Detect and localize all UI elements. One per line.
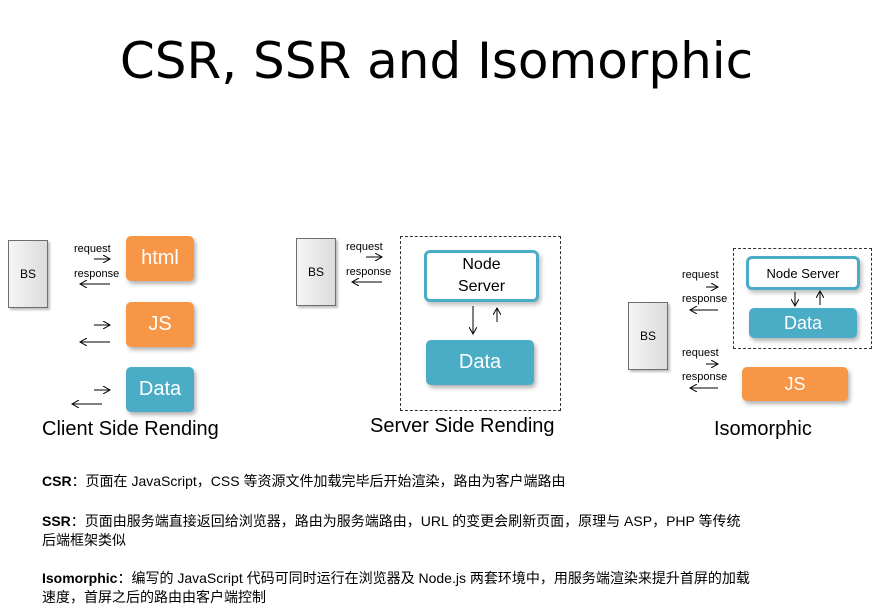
node-server-box-iso: Node Server: [746, 256, 860, 290]
server-boundary-ssr: [400, 236, 561, 411]
iso-description-line-1: ：编写的 JavaScript 代码可同时运行在浏览器及 Node.js 两套环…: [117, 570, 750, 586]
request-label: request: [346, 241, 383, 253]
iso-description-line-2: 速度，首屏之后的路由由客户端控制: [42, 589, 266, 605]
browser-label: BS: [307, 265, 324, 279]
iso-term: Isomorphic: [42, 570, 118, 586]
js-box-iso: JS: [742, 367, 848, 401]
browser-label: BS: [19, 267, 36, 281]
iso-section-label: Isomorphic: [714, 418, 812, 440]
request-label: request: [74, 243, 111, 255]
csr-term: CSR: [42, 473, 72, 489]
request-label: request: [682, 269, 719, 281]
data-box-label: Data: [458, 351, 502, 373]
node-server-label: Node Server: [766, 265, 840, 281]
browser-box-iso: BS: [628, 302, 668, 370]
node-server-line-2: Server: [457, 278, 506, 295]
data-box-csr: Data: [126, 367, 194, 412]
js-box-label: JS: [784, 373, 806, 394]
ssr-note: SSR：页面由服务端直接返回给浏览器，路由为服务端路由，URL 的变更会刷新页面…: [42, 512, 842, 550]
response-label: response: [346, 266, 392, 278]
csr-note: CSR：页面在 JavaScript，CSS 等资源文件加载完毕后开始渲染，路由…: [42, 472, 842, 491]
ssr-description-line-2: 后端框架类似: [42, 532, 126, 548]
browser-box-csr: BS: [8, 240, 48, 308]
server-boundary-iso: [733, 248, 872, 349]
node-server-box-ssr: Node Server: [424, 250, 539, 302]
html-box: html: [126, 236, 194, 281]
csr-section-label: Client Side Rending: [42, 418, 219, 440]
html-box-label: html: [141, 247, 179, 269]
iso-note: Isomorphic：编写的 JavaScript 代码可同时运行在浏览器及 N…: [42, 569, 842, 607]
response-label: response: [682, 293, 728, 305]
data-box-ssr: Data: [426, 340, 534, 385]
page-title: CSR, SSR and Isomorphic: [119, 32, 754, 90]
js-box-csr: JS: [126, 302, 194, 347]
csr-description: ：页面在 JavaScript，CSS 等资源文件加载完毕后开始渲染，路由为客户…: [71, 473, 566, 489]
js-box-label: JS: [148, 313, 172, 335]
ssr-description-line-1: ：页面由服务端直接返回给浏览器，路由为服务端路由，URL 的变更会刷新页面，原理…: [70, 513, 741, 529]
browser-label: BS: [639, 329, 656, 343]
ssr-section-label: Server Side Rending: [370, 415, 555, 437]
node-server-line-1: Node: [462, 256, 501, 273]
response-label: response: [682, 371, 728, 383]
data-box-label: Data: [138, 378, 182, 400]
data-box-label: Data: [783, 312, 823, 333]
browser-box-ssr: BS: [296, 238, 336, 306]
request-label: request: [682, 347, 719, 359]
response-label: response: [74, 268, 120, 280]
data-box-iso: Data: [749, 308, 857, 338]
ssr-term: SSR: [42, 513, 71, 529]
